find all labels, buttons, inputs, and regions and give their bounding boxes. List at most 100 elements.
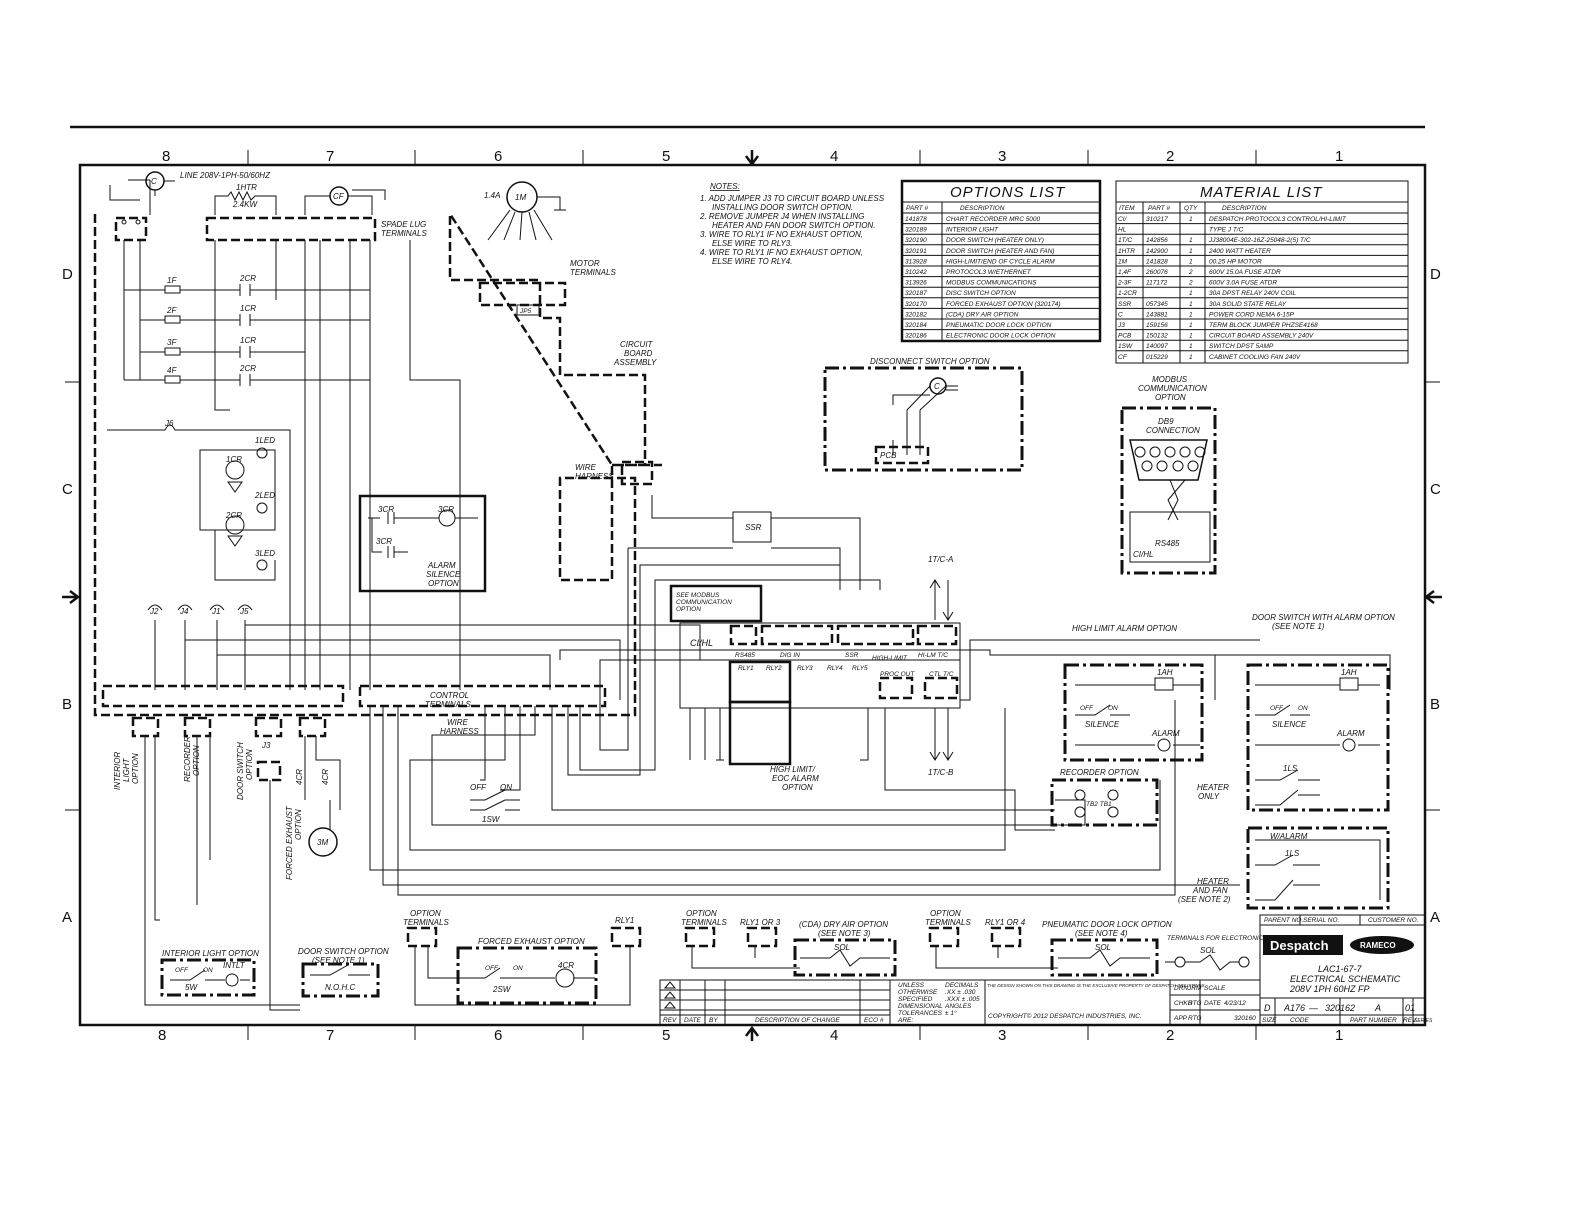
- forced-2sw-label: 2SW: [492, 985, 512, 994]
- cda-sol-label: SOL: [834, 943, 850, 952]
- tolerance-line-6: ARE:: [897, 1017, 913, 1024]
- modbus-ci-hl-label: CI/HL: [1133, 550, 1153, 559]
- alarm-silence-label-2: SILENCE: [426, 570, 461, 579]
- fuse-relay-ladder: 1F 2F 3F 4F 2CR 1CR 1CR 2CR J6: [107, 240, 461, 690]
- electronic-lock-terminals-label: TERMINALS FOR ELECTRONIC: [1167, 935, 1264, 942]
- db9-connector-icon: [1129, 439, 1208, 481]
- material-qty: 1: [1189, 301, 1193, 308]
- jp5-jumper: [516, 304, 540, 316]
- hl-off-label: OFF: [1080, 705, 1094, 712]
- fuse-4f-label: 4F: [167, 366, 177, 375]
- center-arrow-bottom: [745, 1025, 759, 1041]
- option-description: INTERIOR LIGHT: [946, 227, 999, 234]
- material-item: PCB: [1118, 333, 1132, 340]
- note-2b: HEATER AND FAN DOOR SWITCH OPTION.: [712, 221, 875, 230]
- zone-row-d-right: D: [1430, 266, 1441, 283]
- tolerance-line-5: TOLERANCES: [898, 1010, 943, 1017]
- fuse-1f-icon: [164, 285, 181, 294]
- material-description: CABINET COOLING FAN 240V: [1209, 354, 1301, 361]
- motor-terminals-label-2: TERMINALS: [570, 268, 616, 277]
- heater-element-icon: [214, 190, 277, 215]
- alarm-3cr-label: 3CR: [378, 505, 394, 514]
- revision-value: A: [1374, 1003, 1381, 1013]
- material-item: 1T/C: [1118, 237, 1132, 244]
- size-label: SIZE: [1262, 1017, 1277, 1024]
- alarm-silence-box: [358, 494, 487, 593]
- fuse-2f-label: 2F: [166, 306, 177, 315]
- material-item: C: [1118, 311, 1123, 318]
- fe-on-label: ON: [513, 965, 523, 972]
- dig-in-terminal: [760, 624, 834, 646]
- option-part-number: 313928: [905, 258, 927, 265]
- cda-option-terminals-label-2: TERMINALS: [681, 918, 727, 927]
- high-limit-eoc-label: HIGH LIMIT/: [770, 765, 816, 774]
- note-1b: INSTALLING DOOR SWITCH OPTION.: [712, 203, 853, 212]
- tolerance-line-4: DIMENSIONAL: [898, 1003, 943, 1010]
- contact-2cr-label: 2CR: [239, 274, 256, 283]
- pdl-title-2: (SEE NOTE 4): [1075, 929, 1128, 938]
- rev-label: REV: [1403, 1017, 1417, 1024]
- copyright-notice: COPYRIGHT© 2012 DESPATCH INDUSTRIES, INC…: [988, 1012, 1142, 1020]
- forced-exhaust-vert-label-2: OPTION: [294, 809, 303, 840]
- modbus-label-2: COMMUNICATION: [1138, 384, 1207, 393]
- material-description: 30A DPST RELAY 240V COIL: [1209, 290, 1296, 297]
- material-qty: 1: [1189, 290, 1193, 297]
- code-label: CODE: [1290, 1017, 1309, 1024]
- material-part-number: 159156: [1146, 322, 1168, 329]
- coil-2cr-label: 2CR: [225, 511, 242, 520]
- tc-a-label: 1T/C-A: [928, 555, 953, 564]
- material-part-number: 141828: [1146, 258, 1168, 265]
- rev-date-header: DATE: [684, 1017, 702, 1024]
- forced-exhaust-box: [456, 946, 598, 1005]
- electronic-sol-label: SOL: [1200, 946, 1216, 955]
- zone-row-c-right: C: [1430, 481, 1441, 498]
- hl-alarm-lamp-icon: [1157, 738, 1171, 752]
- zone-row-a-right: A: [1430, 909, 1440, 926]
- switch-1sw: OFF ON 1SW: [470, 783, 520, 824]
- exhaust-motor-icon: [308, 827, 338, 857]
- disconnect-switch-option: DISCONNECT SWITCH OPTION C PCB: [823, 357, 1024, 472]
- zone-col-8-top: 8: [162, 148, 170, 165]
- material-description: POWER CORD NEMA 6-15P: [1209, 311, 1295, 318]
- led-2-label: 2LED: [254, 491, 275, 500]
- options-header-part: PART #: [906, 205, 929, 212]
- heater-label: 1HTR: [236, 183, 257, 192]
- option-description: FORCED EXHAUST OPTION (320174): [946, 301, 1061, 308]
- spade-lug-label: SPADE LUG: [381, 220, 426, 229]
- decimals-3place: .XXX ± .005: [945, 996, 980, 1003]
- rev-by-header: BY: [709, 1017, 718, 1024]
- zone-col-7-bottom: 7: [326, 1027, 334, 1044]
- ilo-on-label: ON: [203, 967, 213, 974]
- note-4b: ELSE WIRE TO RLY4.: [712, 257, 792, 266]
- 1sw-on-label: ON: [500, 783, 512, 792]
- forced-4cr-label-2: 4CR: [321, 769, 330, 785]
- recorder-option-vert-label: RECORDER: [183, 736, 192, 782]
- material-header-qty: QTY: [1184, 205, 1198, 212]
- rameco-logo-text: RAMECO: [1360, 941, 1396, 950]
- option-description: CHART RECORDER MRC 5000: [946, 216, 1041, 223]
- jumper-j3-label: J3: [261, 741, 271, 750]
- material-part-number: 260076: [1145, 269, 1168, 276]
- zone-col-3-top: 3: [998, 148, 1006, 165]
- zone-labels: 8 7 6 5 4 3 2 1 8 7 6 5 4 3 2 1 D C B A …: [62, 148, 1441, 1044]
- hf-1ls-label: 1LS: [1285, 849, 1300, 858]
- customer-no-label: CUSTOMER NO.: [1368, 917, 1419, 924]
- options-list-title: OPTIONS LIST: [950, 184, 1066, 201]
- material-item: 1M: [1118, 258, 1128, 265]
- material-qty: 2: [1188, 280, 1193, 287]
- recorder-option-title: RECORDER OPTION: [1060, 768, 1139, 777]
- relay-contacts-icon: [239, 284, 251, 386]
- date-label: DATE: [1204, 1000, 1222, 1007]
- interior-lamp-icon: [225, 973, 239, 987]
- ci-hl-controller: SEE MODBUS COMMUNICATION OPTION CI/HL RS…: [669, 555, 961, 792]
- modbus-label-3: OPTION: [1155, 393, 1186, 402]
- forced-4cr-label: 4CR: [295, 769, 304, 785]
- fuse-4f-icon: [164, 375, 181, 384]
- fuse-2f-icon: [164, 315, 181, 324]
- heater-fan-label: HEATER: [1197, 877, 1229, 886]
- angles-label: ANGLES: [944, 1003, 972, 1010]
- 1sw-switch-icon: [470, 789, 520, 811]
- option-part-number: 320186: [905, 333, 927, 340]
- material-description: JJ38004E-302-16Z-25048-2(5) T/C: [1208, 237, 1311, 244]
- forced-4cr-coil-label: 4CR: [558, 961, 574, 970]
